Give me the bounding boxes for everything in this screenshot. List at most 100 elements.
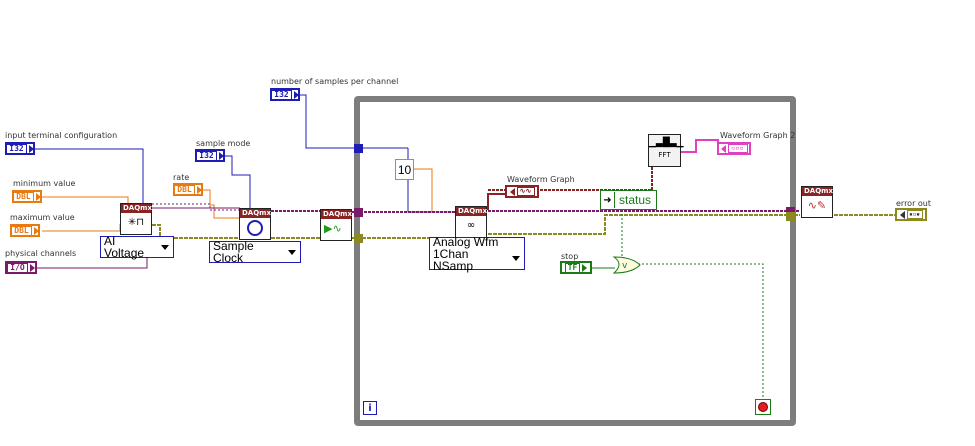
wire-error-a	[152, 224, 240, 239]
samples-per-channel-control[interactable]: I32	[270, 88, 300, 101]
waveform-array-icon: ▫▫▫	[727, 144, 748, 153]
arrow-left-icon	[509, 187, 515, 196]
chevron-down-icon	[288, 250, 296, 255]
i32-type-label: I32	[6, 143, 27, 154]
tf-type-label: TF	[564, 262, 581, 273]
loop-iteration-label: i	[368, 402, 372, 414]
rate-control[interactable]: DBL	[173, 183, 203, 196]
daqmx-start-task-vi[interactable]: DAQmx ▶∿	[320, 209, 352, 241]
tunnel-error-in	[354, 234, 363, 243]
loop-iteration-terminal: i	[363, 401, 377, 415]
label-waveform-graph-2: Waveform Graph 2	[720, 131, 796, 140]
vi-header: DAQmx	[121, 204, 152, 213]
constant-ten[interactable]: 10	[395, 159, 414, 180]
vi-header: DAQmx	[240, 209, 271, 218]
input-terminal-config-control[interactable]: I32	[5, 142, 35, 155]
wire-ten	[413, 168, 455, 213]
waveform-graph-2-indicator[interactable]: ▫▫▫	[717, 142, 751, 155]
physical-channels-control[interactable]: I/O	[5, 261, 37, 274]
maximum-value-control[interactable]: DBL	[10, 224, 40, 237]
vi-header: DAQmx	[321, 210, 352, 219]
status-unbundle[interactable]: ➜ status	[600, 190, 657, 210]
stop-sign-icon	[758, 402, 768, 412]
fft-spectrum-icon: ▁▃█▃▁	[649, 138, 684, 148]
i32-type-label: I32	[196, 150, 217, 161]
label-physical-channels: physical channels	[5, 249, 77, 258]
label-sample-mode: sample mode	[196, 139, 251, 148]
arrow-right-icon	[35, 192, 41, 201]
loop-stop-terminal[interactable]	[755, 399, 771, 415]
waveform-graph-indicator[interactable]: ∿∿	[505, 185, 539, 198]
label-error-out: error out	[896, 199, 932, 208]
label-rate: rate	[173, 173, 190, 182]
vi-header: DAQmx	[456, 207, 487, 216]
tunnel-error-out	[786, 212, 795, 221]
analog-wfm-line2: 1Chan NSamp	[433, 246, 474, 273]
or-gate[interactable]	[612, 256, 641, 274]
label-minimum-value: minimum value	[13, 179, 76, 188]
minimum-value-control[interactable]: DBL	[12, 190, 42, 203]
svg-text:v: v	[622, 261, 628, 271]
tunnel-task-in	[354, 208, 363, 217]
play-icon: ▶∿	[324, 222, 342, 235]
label-maximum-value: maximum value	[10, 213, 75, 222]
sample-mode-control[interactable]: I32	[195, 149, 225, 162]
constant-ten-value: 10	[397, 162, 412, 177]
daqmx-create-channel-vi[interactable]: DAQmx ✳⊓	[120, 203, 152, 235]
label-stop: stop	[561, 252, 579, 261]
daqmx-clear-task-vi[interactable]: DAQmx ∿✎	[801, 186, 833, 218]
status-label: status	[619, 193, 652, 207]
unbundle-arrow-icon: ➜	[601, 192, 615, 208]
fft-label: FFT	[658, 151, 671, 159]
wire-samples	[298, 94, 408, 149]
analog-wfm-selector[interactable]: Analog Wfm 1Chan NSamp	[429, 234, 525, 273]
dbl-type-label: DBL	[13, 191, 34, 202]
arrow-right-icon	[218, 151, 224, 160]
wire-min	[42, 196, 129, 205]
wire-terminal-config	[35, 148, 144, 205]
wire-physical	[37, 258, 148, 269]
ai-voltage-value: AI Voltage	[104, 234, 145, 260]
i32-type-label: I32	[271, 89, 292, 100]
daqmx-timing-vi[interactable]: DAQmx	[239, 208, 271, 240]
analog-wfm-line1: Analog Wfm	[433, 234, 499, 249]
arrow-right-icon	[29, 263, 35, 272]
tunnel-samples	[354, 144, 363, 153]
while-loop[interactable]	[354, 96, 796, 426]
create-channel-icon: ✳⊓	[127, 217, 145, 228]
glasses-icon: ∞	[466, 220, 476, 231]
chevron-down-icon	[512, 256, 520, 261]
arrow-left-icon	[899, 210, 905, 219]
arrow-right-icon	[33, 226, 39, 235]
wire-sample-mode	[224, 155, 251, 208]
error-cluster-icon: ▪▫▪	[906, 210, 923, 219]
arrow-right-icon	[196, 185, 202, 194]
arrow-right-icon	[582, 263, 588, 272]
wire-or-out	[638, 263, 764, 400]
error-out-indicator[interactable]: ▪▫▪	[895, 208, 927, 221]
tunnel-task-out	[786, 207, 795, 216]
stop-control[interactable]: TF	[560, 261, 592, 274]
sample-clock-value: Sample Clock	[213, 239, 254, 265]
wire-max	[42, 224, 121, 232]
sample-clock-selector[interactable]: Sample Clock	[209, 239, 301, 265]
label-samples-per-channel: number of samples per channel	[271, 77, 399, 86]
arrow-right-icon	[28, 144, 34, 153]
dbl-type-label: DBL	[11, 225, 32, 236]
label-waveform-graph: Waveform Graph	[507, 175, 575, 184]
dbl-type-label: DBL	[174, 184, 195, 195]
wire-wfm-graph	[487, 193, 505, 210]
wire-error-d	[488, 214, 800, 235]
wire-task-a2	[152, 203, 240, 211]
arrow-left-icon	[720, 144, 726, 153]
chevron-down-icon	[161, 245, 169, 250]
daqmx-read-vi[interactable]: DAQmx ∞	[455, 206, 487, 238]
fft-vi[interactable]: ▁▃█▃▁ FFT	[648, 134, 684, 167]
wire-rate	[203, 189, 240, 219]
vi-header: DAQmx	[802, 187, 833, 196]
eraser-icon: ∿✎	[807, 199, 827, 212]
ai-voltage-selector[interactable]: AI Voltage	[100, 234, 174, 260]
label-input-terminal-configuration: input terminal configuration	[5, 131, 118, 140]
io-type-label: I/O	[7, 262, 28, 273]
arrow-right-icon	[293, 90, 299, 99]
